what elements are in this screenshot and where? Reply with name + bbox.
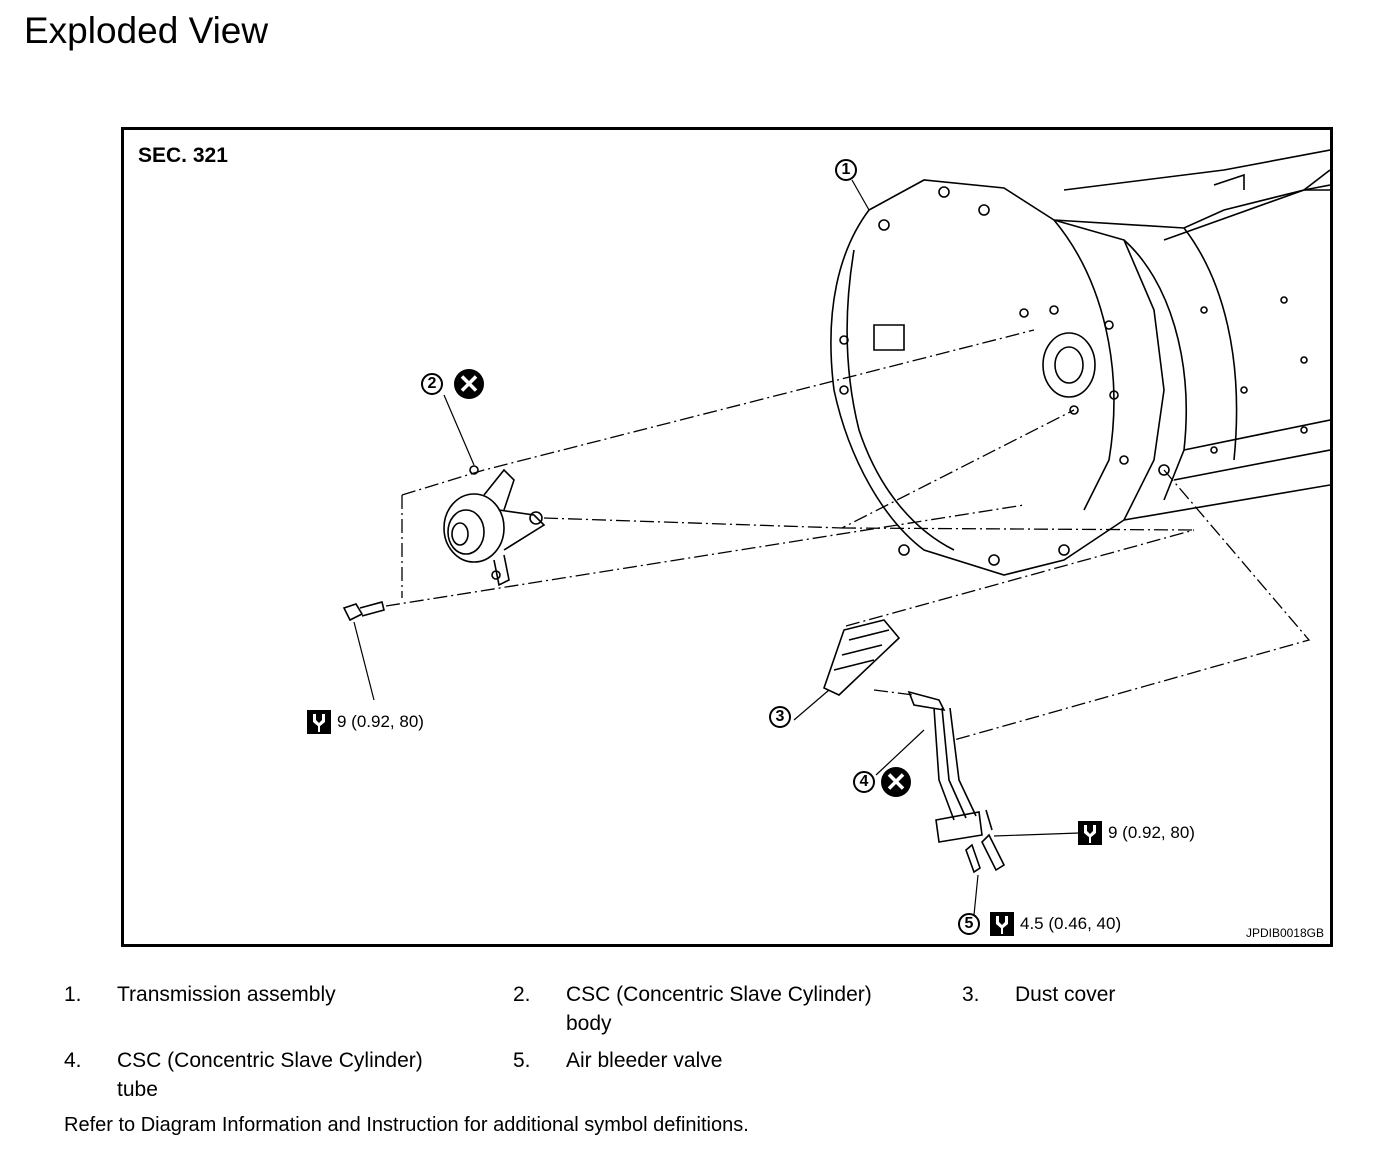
callout-5: 5 [958, 913, 980, 935]
torque-wrench-icon [990, 912, 1014, 936]
legend-number: 1. [64, 983, 82, 1006]
csc-tube [907, 690, 993, 843]
legend-number: 3. [962, 983, 980, 1006]
torque-wrench-icon [1078, 821, 1102, 845]
torque-spec-bleeder: 4.5 (0.46, 40) [990, 912, 1121, 936]
legend-text: Transmission assembly [117, 983, 336, 1006]
torque-value: 4.5 (0.46, 40) [1020, 914, 1122, 933]
do-not-reuse-x-icon: ✕ [881, 767, 911, 797]
air-bleeder-valve [965, 833, 1006, 874]
torque-value: 9 (0.92, 80) [1108, 823, 1195, 842]
do-not-reuse-x-icon: ✕ [454, 369, 484, 399]
leader-lines [353, 179, 1080, 916]
callout-2: 2 [421, 373, 443, 395]
page-title: Exploded View [24, 10, 269, 51]
assembly-guide-lines [385, 329, 1311, 741]
exploded-view-diagram: SEC. 321 1 2 ✕ 3 4 ✕ 5 9 (0.92, 80) 9 (0… [121, 127, 1333, 947]
figure-code: JPDIB0018GB [1245, 926, 1324, 940]
legend-number: 5. [513, 1049, 531, 1072]
legend-number: 2. [513, 983, 531, 1006]
symbol-note: Refer to Diagram Information and Instruc… [64, 1114, 749, 1136]
callout-4: 4 [853, 771, 875, 793]
legend-text: CSC (Concentric Slave Cylinder) body [566, 983, 872, 1035]
csc-body [443, 465, 546, 587]
torque-value: 9 (0.92, 80) [337, 712, 424, 731]
legend-text: CSC (Concentric Slave Cylinder) tube [117, 1049, 423, 1101]
section-label: SEC. 321 [138, 144, 228, 167]
transmission-assembly [830, 149, 1330, 576]
callout-3: 3 [769, 706, 791, 728]
torque-spec-csc-bolt: 9 (0.92, 80) [307, 710, 424, 734]
legend-text: Dust cover [1015, 983, 1116, 1006]
legend-number: 4. [64, 1049, 82, 1072]
legend-text: Air bleeder valve [566, 1049, 723, 1072]
csc-body-bolt [342, 601, 385, 622]
torque-spec-tube-bolt: 9 (0.92, 80) [1078, 821, 1195, 845]
callout-1: 1 [835, 159, 857, 181]
diagram-drawing [342, 149, 1330, 916]
torque-wrench-icon [307, 710, 331, 734]
dust-cover [823, 619, 901, 696]
